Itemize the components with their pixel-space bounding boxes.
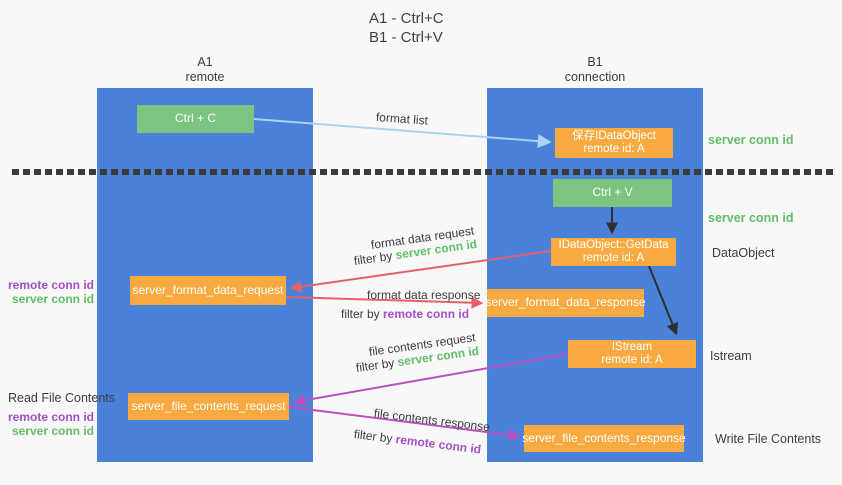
format-data-response-arrow (285, 296, 484, 309)
conn-id-pair-file: remote conn id server conn id (8, 410, 94, 438)
ctrl-v-action-box: Ctrl + V (553, 179, 672, 207)
istream-box: IStream remote id: A (568, 340, 696, 368)
phase-divider-dotted-line (12, 169, 834, 175)
server-conn-id-annotation-mid: server conn id (708, 211, 794, 225)
lifeline-a1-id: A1 (197, 55, 213, 69)
server-file-contents-request-box: server_file_contents_request (128, 393, 289, 420)
server-format-data-response-label: server_format_data_response (485, 295, 646, 310)
server-conn-id-annotation: server conn id (11, 424, 94, 438)
format-data-request-arrow (289, 250, 552, 293)
file-contents-response-arrow (288, 406, 521, 441)
title-line-2: B1 - Ctrl+V (369, 29, 443, 46)
write-file-contents-annotation: Write File Contents (715, 432, 822, 446)
ctrl-c-label: Ctrl + C (174, 111, 216, 126)
dataobject-annotation: DataObject (712, 246, 775, 260)
save-idataobject-line1: 保存IDataObject (572, 129, 656, 142)
save-idataobject-line2: remote id: A (583, 143, 645, 155)
file-contents-request-arrow (292, 353, 569, 407)
istream-annotation: Istream (710, 349, 752, 363)
read-file-contents-annotation: Read File Contents (8, 391, 116, 405)
lifeline-b1-id: B1 (587, 55, 603, 69)
filter-by-remote-conn-id-label-1: filter by remote conn id (341, 307, 469, 321)
remote-conn-id-text: remote conn id (383, 307, 470, 321)
getdata-line1: IDataObject::GetData (558, 238, 669, 251)
filter-by-prefix: filter by (341, 307, 384, 321)
format-data-response-label: format data response (367, 288, 481, 302)
lifeline-header-a1: A1 remote (97, 55, 313, 85)
conn-id-pair-format: remote conn id server conn id (8, 278, 94, 306)
server-file-contents-response-label: server_file_contents_response (522, 430, 686, 445)
lifeline-a1-role: remote (185, 70, 225, 84)
istream-line2: remote id: A (601, 354, 663, 366)
server-file-contents-response-box: server_file_contents_response (522, 425, 686, 452)
getdata-to-istream-arrow (648, 265, 678, 336)
istream-line1: IStream (611, 340, 653, 353)
server-file-contents-request-label: server_file_contents_request (131, 398, 286, 413)
save-idataobject-box: 保存IDataObject remote id: A (555, 128, 673, 158)
server-conn-id-annotation-top: server conn id (708, 133, 794, 147)
idataobject-getdata-box: IDataObject::GetData remote id: A (551, 238, 676, 266)
lifeline-header-b1: B1 connection (487, 55, 703, 85)
server-format-data-response-box: server_format_data_response (485, 289, 646, 317)
title-line-1: A1 - Ctrl+C (369, 10, 444, 27)
remote-conn-id-annotation: remote conn id (8, 278, 95, 292)
getdata-line2: remote id: A (582, 252, 645, 264)
ctrl-v-label: Ctrl + V (592, 185, 633, 200)
server-format-data-request-box: server_format_data_request (130, 276, 286, 305)
ctrl-c-action-box: Ctrl + C (137, 105, 254, 133)
diagram-title: A1 - Ctrl+C B1 - Ctrl+V (369, 9, 444, 47)
server-format-data-request-label: server_format_data_request (132, 282, 284, 297)
server-conn-id-annotation: server conn id (11, 292, 94, 306)
lifeline-b1-role: connection (564, 70, 626, 84)
remote-conn-id-annotation: remote conn id (8, 410, 95, 424)
format-list-arrow (253, 118, 552, 149)
